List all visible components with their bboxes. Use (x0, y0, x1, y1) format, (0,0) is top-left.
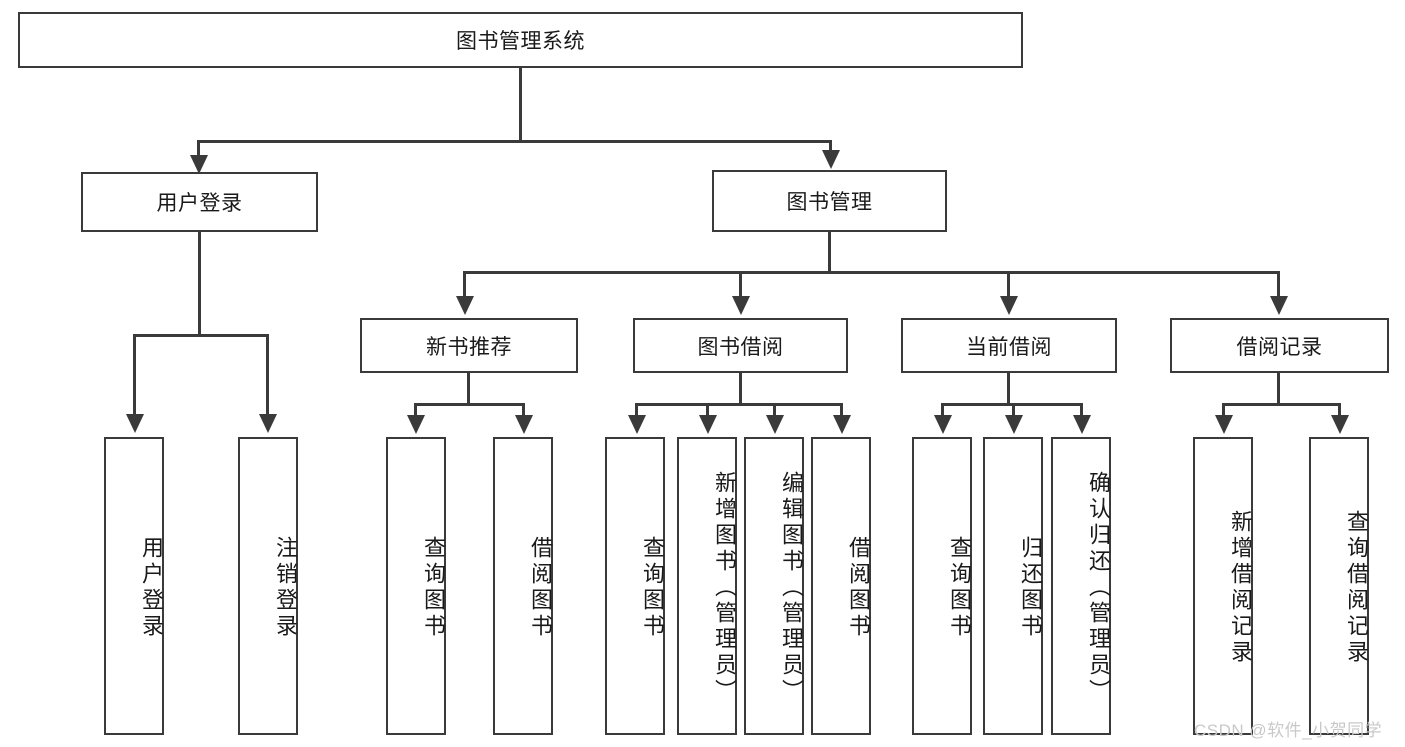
edge-borrow-record-leaf2 (1338, 403, 1341, 421)
node-label: 查询借阅记录 (1344, 510, 1369, 666)
leaf-borrow-book-recommend[interactable]: 借阅图书 (493, 437, 553, 735)
arrow-down-icon (190, 155, 208, 174)
arrow-down-icon (699, 415, 717, 434)
edge-new-book-bus (414, 403, 525, 406)
edge-current-borrow-leaf3 (1080, 403, 1083, 421)
node-borrow-record[interactable]: 借阅记录 (1170, 318, 1389, 373)
arrow-down-icon (628, 415, 646, 434)
leaf-add-book-admin[interactable]: 新增图书（管理员） (677, 437, 737, 735)
node-label: 归还图书 (1018, 536, 1043, 640)
edge-to-new-book-recommend (463, 271, 466, 301)
node-label: 图书借阅 (697, 335, 784, 359)
arrow-down-icon (1073, 415, 1091, 434)
arrow-down-icon (766, 415, 784, 434)
leaf-confirm-return-admin[interactable]: 确认归还（管理员） (1051, 437, 1111, 735)
node-root-book-management-system[interactable]: 图书管理系统 (18, 12, 1023, 68)
arrow-down-icon (456, 296, 474, 315)
node-label: 借阅记录 (1236, 335, 1323, 359)
node-label: 查询图书 (947, 536, 972, 640)
edge-borrow-record-bus (1222, 403, 1341, 406)
arrow-down-icon (1270, 296, 1288, 315)
arrow-down-icon (934, 415, 952, 434)
edge-new-book-leaf2 (522, 403, 525, 421)
leaf-edit-book-admin[interactable]: 编辑图书（管理员） (744, 437, 804, 735)
edge-book-borrow-bus (635, 403, 843, 406)
edge-book-borrow-leaf4 (840, 403, 843, 421)
arrow-down-icon (732, 296, 750, 315)
edge-to-borrow-record (1277, 271, 1280, 301)
arrow-down-icon (1005, 415, 1023, 434)
edge-level3-bus (463, 271, 1280, 274)
node-book-borrow[interactable]: 图书借阅 (633, 318, 848, 373)
edge-user-login-bus (133, 334, 269, 337)
edge-user-login-stem (198, 232, 201, 336)
node-label: 注销登录 (273, 536, 298, 640)
edge-book-borrow-stem (739, 373, 742, 405)
node-label: 确认归还（管理员） (1086, 471, 1111, 705)
edge-current-borrow-leaf2 (1012, 403, 1015, 421)
edge-current-borrow-leaf1 (941, 403, 944, 421)
leaf-query-borrow-record[interactable]: 查询借阅记录 (1309, 437, 1369, 735)
edge-user-login-leaf1 (133, 334, 136, 418)
arrow-down-icon (515, 415, 533, 434)
node-label: 新增借阅记录 (1228, 510, 1253, 666)
node-label: 图书管理系统 (456, 30, 585, 53)
watermark-text: CSDN @软件_小贺同学 (1194, 721, 1383, 740)
edge-root-stem (519, 68, 522, 142)
arrow-down-icon (259, 414, 277, 433)
node-label: 当前借阅 (966, 335, 1052, 359)
arrow-down-icon (1215, 415, 1233, 434)
arrow-down-icon (126, 414, 144, 433)
node-current-borrow[interactable]: 当前借阅 (901, 318, 1117, 373)
arrow-down-icon (1331, 415, 1349, 434)
arrow-down-icon (833, 415, 851, 434)
node-book-management[interactable]: 图书管理 (712, 170, 947, 232)
node-label: 新书推荐 (426, 335, 512, 359)
node-new-book-recommend[interactable]: 新书推荐 (360, 318, 578, 373)
leaf-return-book[interactable]: 归还图书 (983, 437, 1043, 735)
leaf-user-logout[interactable]: 注销登录 (238, 437, 298, 735)
node-label: 查询图书 (640, 536, 665, 640)
edge-book-management-stem (828, 232, 831, 274)
edge-to-current-borrow (1007, 271, 1010, 301)
node-label: 用户登录 (139, 536, 164, 640)
edge-new-book-stem (467, 373, 470, 405)
node-label: 图书管理 (786, 191, 873, 214)
node-label: 用户登录 (156, 192, 243, 215)
edge-current-borrow-bus (941, 403, 1082, 406)
arrow-down-icon (1000, 296, 1018, 315)
node-user-login[interactable]: 用户登录 (81, 172, 318, 232)
leaf-user-login[interactable]: 用户登录 (104, 437, 164, 735)
node-label: 查询图书 (421, 536, 446, 640)
edge-user-login-leaf2 (266, 334, 269, 418)
edge-current-borrow-stem (1007, 373, 1010, 405)
arrow-down-icon (822, 150, 840, 169)
node-label: 借阅图书 (528, 536, 553, 640)
edge-book-borrow-leaf2 (706, 403, 709, 421)
edge-borrow-record-leaf1 (1222, 403, 1225, 421)
node-label: 新增图书（管理员） (712, 471, 737, 705)
node-label: 借阅图书 (846, 536, 871, 640)
edge-new-book-leaf1 (414, 403, 417, 421)
edge-book-borrow-leaf1 (635, 403, 638, 421)
leaf-add-borrow-record[interactable]: 新增借阅记录 (1193, 437, 1253, 735)
edge-to-user-login (197, 140, 200, 160)
leaf-borrow-book[interactable]: 借阅图书 (811, 437, 871, 735)
edge-borrow-record-stem (1277, 373, 1280, 405)
edge-to-book-borrow (739, 271, 742, 301)
leaf-query-book-current[interactable]: 查询图书 (912, 437, 972, 735)
leaf-query-book[interactable]: 查询图书 (605, 437, 665, 735)
edge-book-borrow-leaf3 (773, 403, 776, 421)
edge-level2-bus (197, 140, 832, 143)
leaf-query-book-recommend[interactable]: 查询图书 (386, 437, 446, 735)
node-label: 编辑图书（管理员） (779, 471, 804, 705)
arrow-down-icon (407, 415, 425, 434)
